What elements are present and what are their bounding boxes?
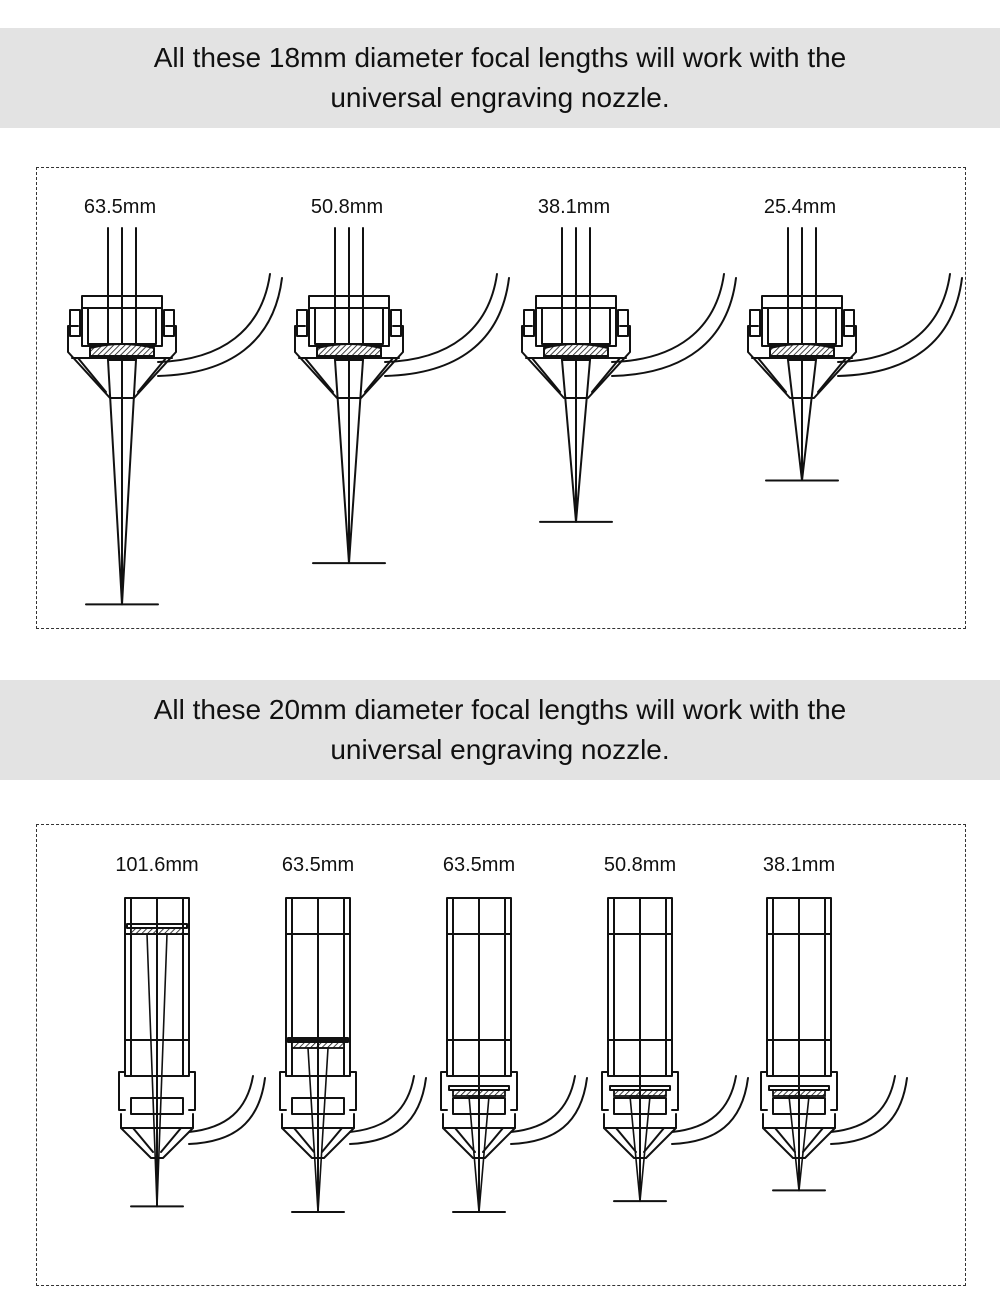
section-2-nozzles: 101.6mm 63.5mm 63.5mm 50.8mm 38.1mm — [115, 854, 908, 1213]
side-clip-right — [843, 309, 855, 337]
side-collar — [279, 1071, 357, 1111]
nozzle-inner-cone — [77, 357, 167, 393]
section-2-banner: All these 20mm diameter focal lengths wi… — [0, 680, 1000, 780]
nozzle-20mm-1: 101.6mm — [115, 854, 266, 1208]
air-hose-outer — [384, 273, 498, 363]
section-2-diagram-panel — [36, 824, 966, 1286]
focal-length-label: 101.6mm — [115, 854, 198, 876]
air-hose-inner — [157, 277, 283, 377]
focal-length-label: 50.8mm — [604, 854, 676, 876]
section-1-heading-line-2: universal engraving nozzle. — [330, 82, 670, 113]
nozzle-inner-cone — [615, 1127, 665, 1153]
side-clip-left — [749, 309, 761, 337]
focal-length-label: 63.5mm — [282, 854, 354, 876]
section-2-heading-line-1: All these 20mm diameter focal lengths wi… — [153, 694, 847, 725]
air-hose-outer — [611, 273, 725, 363]
focal-length-label: 38.1mm — [763, 854, 835, 876]
side-clip-left — [523, 309, 535, 337]
nozzle-20mm-3: 63.5mm — [440, 854, 588, 1213]
side-collar — [118, 1071, 196, 1111]
focal-length-label: 38.1mm — [538, 196, 610, 218]
air-hose-inner — [510, 1077, 588, 1145]
nozzle-inner-cone — [304, 357, 394, 393]
side-clip-right — [163, 309, 175, 337]
nozzle-20mm-4: 50.8mm — [601, 854, 749, 1203]
focus-lens — [89, 343, 155, 357]
focal-length-label: 63.5mm — [443, 854, 515, 876]
nozzle-18mm-2: 50.8mm — [294, 196, 510, 565]
nozzle-20mm-5: 38.1mm — [760, 854, 908, 1192]
section-1-banner: All these 18mm diameter focal lengths wi… — [0, 28, 1000, 128]
nozzle-20mm-2: 63.5mm — [279, 854, 427, 1213]
side-clip-left — [69, 309, 81, 337]
air-hose-outer — [510, 1075, 576, 1133]
nozzle-inner-cone — [531, 357, 621, 393]
focal-length-label: 50.8mm — [311, 196, 383, 218]
air-hose-inner — [611, 277, 737, 377]
nozzle-inner-cone — [293, 1127, 343, 1153]
side-clip-right — [617, 309, 629, 337]
nozzle-18mm-1: 63.5mm — [67, 196, 283, 606]
focus-lens — [769, 343, 835, 357]
nozzle-inner-cone — [132, 1127, 182, 1153]
air-hose-inner — [384, 277, 510, 377]
focal-length-label: 63.5mm — [84, 196, 156, 218]
section-1-nozzles: 63.5mm 50.8mm 38.1mm 25.4mm — [67, 196, 963, 606]
air-hose-outer — [349, 1075, 415, 1133]
air-hose-inner — [830, 1077, 908, 1145]
air-hose-outer — [671, 1075, 737, 1133]
focus-lens — [543, 343, 609, 357]
air-hose-outer — [188, 1075, 254, 1133]
air-hose-inner — [671, 1077, 749, 1145]
air-hose-inner — [349, 1077, 427, 1145]
air-hose-outer — [157, 273, 271, 363]
side-clip-right — [390, 309, 402, 337]
side-collar — [601, 1071, 679, 1111]
nozzle-inner-cone — [454, 1127, 504, 1153]
section-1-diagram-panel — [36, 167, 966, 629]
air-hose-outer — [830, 1075, 896, 1133]
air-hose-inner — [188, 1077, 266, 1145]
section-2-heading-line-2: universal engraving nozzle. — [330, 734, 670, 765]
side-clip-left — [296, 309, 308, 337]
air-hose-inner — [837, 277, 963, 377]
focal-length-label: 25.4mm — [764, 196, 836, 218]
nozzle-18mm-4: 25.4mm — [747, 196, 963, 482]
focus-lens — [316, 343, 382, 357]
section-1-heading-line-1: All these 18mm diameter focal lengths wi… — [153, 42, 847, 73]
nozzle-inner-cone — [774, 1127, 824, 1153]
air-hose-outer — [837, 273, 951, 363]
nozzle-18mm-3: 38.1mm — [521, 196, 737, 523]
nozzle-inner-cone — [757, 357, 847, 393]
side-collar — [440, 1071, 518, 1111]
side-collar — [760, 1071, 838, 1111]
